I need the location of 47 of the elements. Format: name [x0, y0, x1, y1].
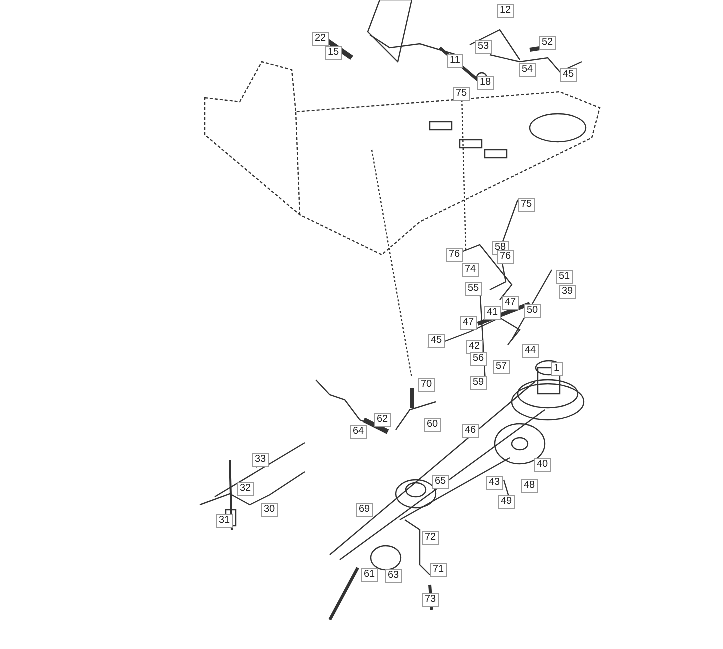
- callout-number: 22: [312, 32, 330, 46]
- callout-number: 71: [430, 563, 448, 577]
- callout-number: 48: [521, 479, 538, 493]
- callout-number: 56: [470, 352, 488, 366]
- callout-number: 40: [534, 458, 552, 472]
- callout-number: 12: [497, 4, 514, 18]
- callout-number: 41: [484, 306, 502, 320]
- callout-number: 73: [422, 593, 440, 607]
- callout-number: 51: [556, 270, 574, 284]
- callout-number: 60: [424, 418, 442, 432]
- callout-number: 47: [502, 296, 520, 310]
- callout-number: 65: [432, 475, 450, 489]
- callout-number: 52: [539, 36, 556, 50]
- callout-number: 69: [356, 503, 374, 517]
- callout-number: 59: [470, 376, 488, 390]
- callout-number: 32: [237, 482, 254, 496]
- callout-number: 43: [486, 476, 504, 490]
- callout-number: 46: [462, 424, 480, 438]
- callout-number: 44: [522, 344, 540, 358]
- callout-number: 31: [216, 514, 234, 528]
- callout-number: 1: [551, 362, 563, 376]
- callout-number: 45: [560, 68, 578, 82]
- callout-number: 39: [559, 285, 576, 299]
- callout-number: 57: [493, 360, 510, 374]
- callout-number: 11: [447, 54, 464, 68]
- callout-number: 54: [519, 63, 536, 77]
- callout-number: 61: [361, 568, 378, 582]
- callout-number: 30: [261, 503, 278, 517]
- callout-number: 15: [325, 46, 342, 60]
- callout-number: 50: [524, 304, 542, 318]
- callout-number: 18: [477, 76, 494, 90]
- callout-number: 49: [498, 495, 516, 509]
- callout-number: 75: [453, 87, 470, 101]
- callout-number: 33: [252, 453, 270, 467]
- callout-number: 74: [462, 263, 480, 277]
- callout-number: 64: [350, 425, 368, 439]
- callout-number: 63: [385, 569, 402, 583]
- callout-number: 76: [446, 248, 464, 262]
- callout-number: 53: [475, 40, 492, 54]
- callout-number: 76: [497, 250, 514, 264]
- callout-number: 70: [418, 378, 436, 392]
- callout-number: 62: [374, 413, 392, 427]
- callout-number: 55: [465, 282, 482, 296]
- callout-number: 75: [518, 198, 536, 212]
- callout-number: 72: [422, 531, 440, 545]
- callout-number: 45: [428, 334, 446, 348]
- callout-number: 47: [460, 316, 478, 330]
